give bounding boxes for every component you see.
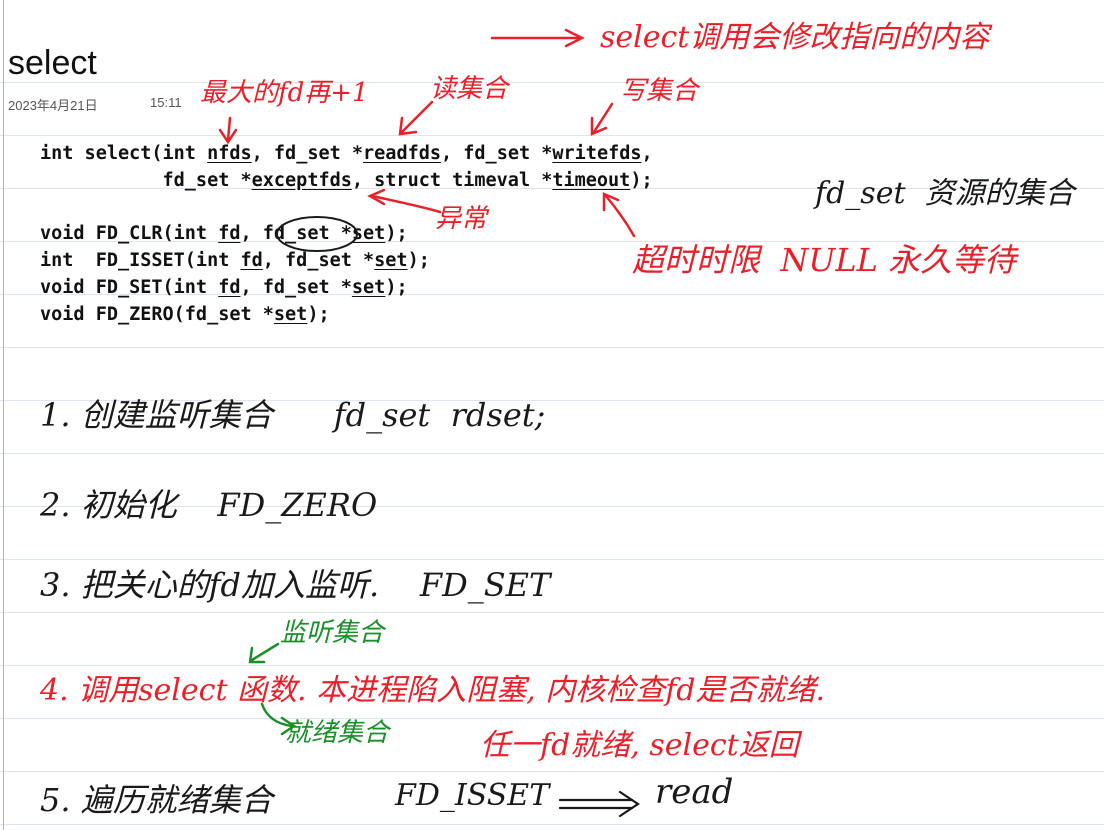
code-parameter: fd — [218, 277, 241, 298]
code-text: void FD_SET(int — [40, 277, 219, 298]
code-parameter: writefds — [552, 143, 642, 164]
code-text: ); — [385, 223, 408, 244]
code-text: , fd_set * — [251, 143, 364, 164]
step-5-read: read — [655, 772, 734, 812]
code-text: fd_set * — [40, 170, 252, 191]
annotation-writefds: 写集合 — [620, 76, 699, 106]
code-text: void FD_ZERO(fd_set * — [40, 304, 274, 325]
code-parameter: fd — [240, 250, 263, 271]
step-5: 5. 遍历就绪集合 — [40, 781, 273, 819]
code-line-fd-isset: int FD_ISSET(int fd, fd_set *set); — [40, 247, 653, 274]
code-parameter: set — [351, 277, 386, 298]
code-gap — [40, 194, 653, 220]
code-line-select-1: int select(int nfds, fd_set *readfds, fd… — [40, 140, 653, 167]
page-title: select — [8, 44, 97, 82]
page-date: 2023年4月21日 — [8, 98, 98, 113]
code-parameter: readfds — [363, 143, 441, 164]
code-line-select-2: fd_set *exceptfds, struct timeval *timeo… — [40, 167, 653, 194]
annotation-fdset: fd_set 资源的集合 — [815, 176, 1075, 211]
code-parameter: timeout — [552, 170, 631, 191]
step-3: 3. 把关心的fd加入监听. FD_SET — [40, 566, 551, 604]
code-line-fd-zero: void FD_ZERO(fd_set *set); — [40, 301, 653, 328]
code-text: , fd_set * — [441, 143, 553, 164]
code-parameter: exceptfds — [251, 170, 352, 191]
code-text: ); — [307, 304, 330, 325]
code-parameter: set — [273, 304, 308, 325]
code-text: , fd_set * — [240, 223, 352, 244]
margin-line — [3, 0, 4, 830]
code-text: int FD_ISSET(int — [40, 250, 241, 271]
annotation-timeout: 超时时限 NULL 永久等待 — [632, 241, 1016, 279]
code-text: ); — [630, 170, 653, 191]
annotation-readfds: 读集合 — [430, 74, 509, 104]
code-line-fd-set: void FD_SET(int fd, fd_set *set); — [40, 274, 653, 301]
code-parameter: set — [351, 223, 386, 244]
step-1: 1. 创建监听集合 fd_set rdset; — [40, 396, 546, 434]
code-parameter: fd — [218, 223, 241, 244]
code-text: , struct timeval * — [351, 170, 553, 191]
annotation-nfds: 最大的fd再+1 — [200, 78, 369, 108]
code-text: ); — [385, 277, 408, 298]
code-parameter: nfds — [207, 143, 252, 164]
code-text: , — [641, 143, 653, 164]
annotation-modify-note: select调用会修改指向的内容 — [600, 20, 990, 55]
step-4-continued: 任一fd就绪, select返回 — [480, 728, 799, 763]
code-text: int select(int — [40, 143, 208, 164]
annotation-except: 异常 — [435, 204, 488, 234]
page-time: 15:11 — [150, 95, 182, 110]
code-parameter: set — [374, 250, 408, 271]
step-4-ready-set-note: 就绪集合 — [285, 718, 390, 748]
code-text: , fd_set * — [262, 250, 375, 271]
step-5-code: FD_ISSET — [395, 778, 550, 813]
step-4-listen-set-note: 监听集合 — [280, 618, 385, 648]
code-line-fd-clr: void FD_CLR(int fd, fd_set *set); — [40, 220, 653, 247]
code-block: int select(int nfds, fd_set *readfds, fd… — [40, 140, 653, 328]
step-2: 2. 初始化 FD_ZERO — [40, 486, 378, 524]
code-text: void FD_CLR(int — [40, 223, 219, 244]
code-text: , fd_set * — [240, 277, 352, 298]
step-4: 4. 调用select 函数. 本进程陷入阻塞, 内核检查fd是否就绪. — [40, 673, 826, 708]
code-text: ); — [407, 250, 430, 271]
